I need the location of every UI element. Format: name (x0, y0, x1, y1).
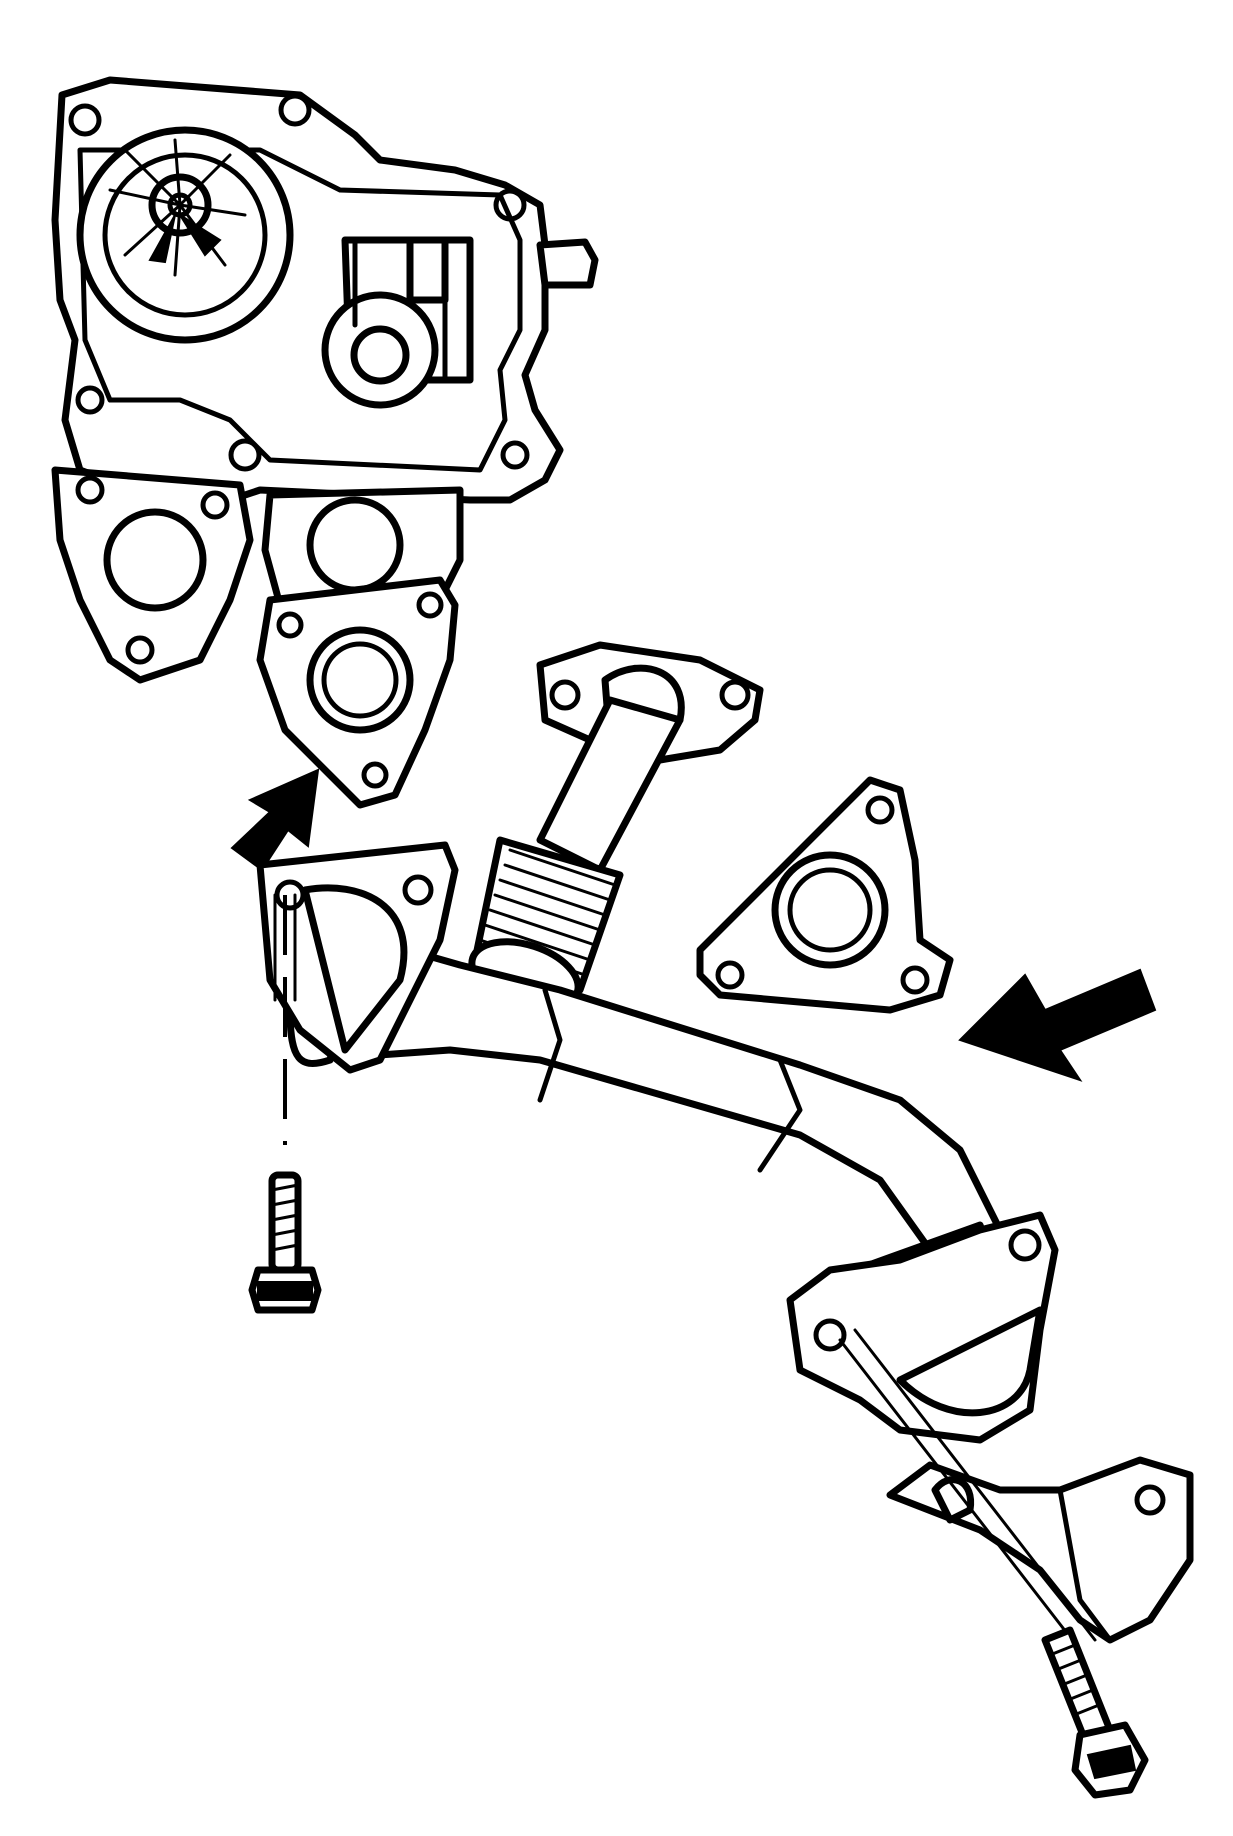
flange-bolt-icon (248, 893, 322, 1314)
bracket-bolt-icon (838, 1328, 1149, 1799)
water-pump-housing-icon (51, 76, 599, 684)
support-bracket-icon (886, 1456, 1194, 1644)
upper-gasket-icon (256, 576, 459, 809)
lower-gasket-arrow-icon (958, 968, 1157, 1082)
upper-gasket-arrow-icon (230, 768, 320, 872)
egr-pipe-icon (256, 641, 1059, 1444)
lower-gasket-icon (696, 776, 954, 1014)
